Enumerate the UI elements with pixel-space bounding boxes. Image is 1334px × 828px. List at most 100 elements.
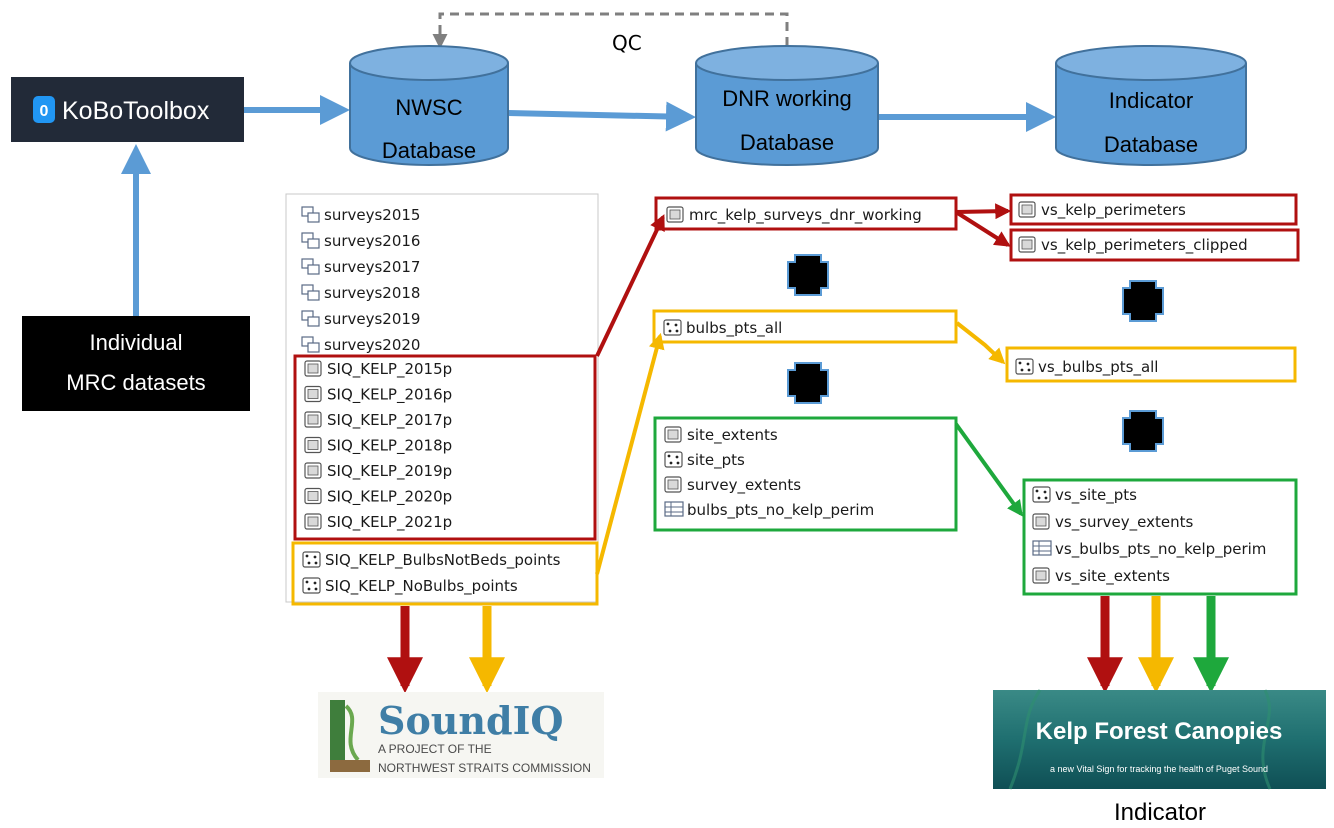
dnr-green-layers: site_extents site_pts survey_extents bulbs_…	[653, 416, 958, 532]
kobo-logo-mark: 0	[40, 103, 49, 120]
indicator-db-line1: Indicator	[1109, 88, 1193, 113]
point-feature-class-icon	[1032, 486, 1051, 503]
siq-kelp-poly-item: SIQ_KELP_2017p	[304, 411, 452, 430]
point-feature-class-icon	[663, 319, 682, 336]
qc-label: QC	[612, 31, 642, 55]
dnr-green-item: bulbs_pts_no_kelp_perim	[664, 501, 874, 520]
vs-green-item: vs_bulbs_pts_no_kelp_perim	[1032, 540, 1266, 559]
kelp-banner-subtitle: a new Vital Sign for tracking the health…	[1050, 764, 1268, 774]
vs-green-item: vs_survey_extents	[1032, 513, 1194, 532]
arrow-siq-points-to-bulbs	[595, 332, 665, 575]
table-icon	[1032, 540, 1052, 556]
polygon-feature-class-icon	[664, 426, 682, 443]
point-feature-class-icon	[302, 551, 321, 568]
polygon-feature-class-icon	[664, 476, 682, 493]
arrow-green-to-vs-green	[954, 422, 1023, 517]
table-relationship-icon	[301, 232, 320, 249]
dnr-green-item-label: survey_extents	[687, 476, 801, 495]
dnr-green-item-label: bulbs_pts_no_kelp_perim	[687, 501, 874, 520]
survey-table-item-label: surveys2020	[324, 336, 420, 354]
kelp-banner-title: Kelp Forest Canopies	[1036, 718, 1283, 745]
table-icon	[664, 501, 684, 517]
polygon-feature-class-icon	[304, 360, 322, 377]
table-relationship-icon	[301, 206, 320, 223]
plus-icon	[1122, 280, 1164, 322]
nwsc-database: NWSC Database	[349, 45, 509, 166]
vs-red-item-label: vs_kelp_perimeters_clipped	[1041, 236, 1248, 255]
polygon-feature-class-icon	[666, 206, 684, 223]
kobotoolbox-logo: 0 KoBoToolbox	[11, 77, 244, 142]
indicator-db-line2: Database	[1104, 132, 1198, 157]
indicator-label: Indicator	[1114, 799, 1206, 826]
arrow-dnr-to-vs-perim	[955, 203, 1012, 220]
kelp-forest-canopies-banner: Kelp Forest Canopies a new Vital Sign fo…	[993, 689, 1326, 790]
vs-green-item-label: vs_survey_extents	[1055, 513, 1194, 532]
soundiq-line1: A PROJECT OF THE	[378, 742, 492, 756]
polygon-feature-class-icon	[304, 462, 322, 479]
polygon-feature-class-icon	[1032, 567, 1050, 584]
dnr-working-database: DNR working Database	[695, 45, 879, 166]
kobo-logo-text: KoBoToolbox	[62, 97, 210, 125]
vs-red-item: vs_kelp_perimeters_clipped	[1018, 236, 1248, 255]
vs-yellow-layer: vs_bulbs_pts_all	[1005, 346, 1297, 383]
vs-green-layers: vs_site_pts vs_survey_extents vs_bulbs_pts…	[1022, 478, 1298, 596]
dnr-green-item: site_pts	[664, 451, 745, 470]
siq-kelp-poly-item: SIQ_KELP_2019p	[304, 462, 452, 481]
individual-mrc-datasets-box: Individual MRC datasets	[22, 316, 250, 411]
plus-icon	[1122, 410, 1164, 452]
survey-table-item-label: surveys2019	[324, 310, 420, 328]
siq-kelp-poly-item: SIQ_KELP_2016p	[304, 386, 452, 405]
arrow-nwsc-to-dnr	[506, 101, 696, 132]
individual-line1: Individual	[90, 330, 183, 355]
survey-table-item: surveys2015	[301, 206, 420, 224]
vs-yellow-item-label: vs_bulbs_pts_all	[1038, 358, 1158, 377]
dnr-green-item-label: site_extents	[687, 426, 778, 445]
dnr-red-item-label: mrc_kelp_surveys_dnr_working	[689, 206, 922, 225]
polygon-feature-class-icon	[304, 513, 322, 530]
soundiq-line2: NORTHWEST STRAITS COMMISSION	[378, 761, 591, 775]
survey-table-item: surveys2020	[301, 336, 420, 354]
vs-yellow-item: vs_bulbs_pts_all	[1015, 358, 1158, 377]
point-feature-class-icon	[664, 451, 683, 468]
soundiq-logo: SoundIQ A PROJECT OF THE NORTHWEST STRAI…	[318, 692, 604, 778]
point-feature-class-icon	[302, 577, 321, 594]
siq-kelp-poly-item: SIQ_KELP_2018p	[304, 436, 452, 456]
survey-table-item-label: surveys2015	[324, 206, 420, 224]
individual-line2: MRC datasets	[66, 370, 205, 395]
soundiq-title: SoundIQ	[378, 698, 564, 743]
dnr-green-item: site_extents	[664, 426, 778, 445]
siq-kelp-poly-item-label: SIQ_KELP_2016p	[327, 386, 452, 405]
survey-table-item: surveys2019	[301, 310, 420, 328]
vs-green-item-label: vs_site_pts	[1055, 486, 1137, 505]
polygon-feature-class-icon	[1018, 201, 1036, 218]
dnr-red-item: mrc_kelp_surveys_dnr_working	[666, 206, 922, 225]
siq-kelp-poly-item-label: SIQ_KELP_2015p	[327, 360, 452, 379]
siq-kelp-poly-item: SIQ_KELP_2021p	[304, 513, 452, 532]
siq-kelp-poly-item: SIQ_KELP_2020p	[304, 488, 452, 507]
dnr-green-item-label: site_pts	[687, 451, 745, 470]
siq-kelp-poly-item-label: SIQ_KELP_2017p	[327, 411, 452, 430]
survey-table-item: surveys2016	[301, 232, 420, 250]
survey-table-item: surveys2017	[301, 258, 420, 276]
polygon-feature-class-icon	[1018, 236, 1036, 253]
polygon-feature-class-icon	[304, 436, 322, 454]
dnr-green-item: survey_extents	[664, 476, 801, 495]
dnr-yellow-layer: bulbs_pts_all	[652, 309, 958, 344]
vs-red-item-label: vs_kelp_perimeters	[1041, 201, 1186, 220]
survey-table-item-label: surveys2016	[324, 232, 420, 250]
survey-table-item: surveys2018	[301, 284, 420, 302]
nwsc-table-list: surveys2015 surveys2016 surveys2017 surveys…	[285, 193, 599, 606]
survey-table-item-label: surveys2017	[324, 258, 420, 276]
vs-green-item-label: vs_bulbs_pts_no_kelp_perim	[1055, 540, 1266, 559]
vs-green-item: vs_site_pts	[1032, 486, 1137, 505]
point-feature-class-icon	[1015, 358, 1034, 375]
survey-table-item-label: surveys2018	[324, 284, 420, 302]
table-relationship-icon	[301, 258, 320, 275]
arrow-dnr-to-vs-perim-clipped	[954, 210, 1011, 247]
siq-point-item: SIQ_KELP_NoBulbs_points	[302, 577, 518, 596]
arrow-bulbs-to-vs-bulbs	[955, 321, 1006, 365]
siq-point-item: SIQ_KELP_BulbsNotBeds_points	[302, 551, 561, 570]
polygon-feature-class-icon	[304, 411, 322, 428]
nwsc-db-line1: NWSC	[395, 95, 462, 120]
